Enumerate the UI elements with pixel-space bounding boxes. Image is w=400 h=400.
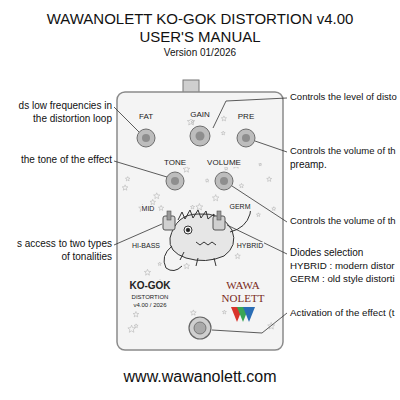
callout-text: Activation of the effect (t — [289, 307, 395, 318]
star-mark — [159, 205, 164, 210]
star-mark — [125, 177, 129, 181]
star-mark — [221, 131, 225, 135]
model-subtitle: DISTORTION — [131, 294, 170, 301]
switch-label: HYBRID — [236, 242, 264, 250]
callout-text: Controls the volume of th — [289, 216, 397, 227]
star-mark — [191, 310, 197, 315]
knob-label: GAIN — [189, 110, 211, 119]
star-texture — [122, 116, 276, 332]
star-mark — [150, 199, 156, 204]
callout-text: HYBRID : modern distor — [289, 260, 396, 271]
callout-text: Controls the level of disto — [289, 92, 398, 103]
knob-label: PRE — [237, 112, 255, 121]
pedal-enclosure — [117, 92, 283, 350]
callout-text: Controls the volume of th — [289, 146, 397, 157]
brand-name: WAWA — [225, 279, 260, 292]
star-mark — [259, 163, 262, 166]
footswitch — [189, 317, 211, 339]
star-mark — [222, 310, 226, 314]
callout-text: the distortion loop — [32, 113, 113, 125]
star-mark — [221, 116, 226, 121]
switch-label: GERM — [229, 203, 252, 211]
dragon-illustration — [164, 204, 251, 271]
model-name: KO-GOK — [128, 280, 171, 292]
callout-text: ds low frequencies in — [18, 100, 113, 112]
brand-logo — [231, 307, 255, 322]
star-mark — [154, 193, 160, 199]
callout-text: the tone of the effect — [20, 154, 113, 166]
brand-name: NOLETT — [221, 292, 266, 305]
star-mark — [239, 183, 244, 187]
star-mark — [256, 213, 260, 217]
star-mark — [184, 263, 190, 269]
leader-lines — [114, 98, 287, 333]
star-mark — [191, 205, 195, 209]
footswitch-cap — [194, 322, 206, 334]
subtitle: USER'S MANUAL — [138, 28, 261, 45]
star-mark — [212, 195, 219, 201]
star-mark — [205, 179, 209, 182]
knob-label: FAT — [138, 112, 154, 121]
star-mark — [267, 177, 272, 182]
version-note: Version 01/2026 — [163, 47, 237, 59]
callout-text: Diodes selection — [289, 247, 364, 259]
knob-label: VOLUME — [206, 158, 242, 167]
star-mark — [134, 324, 138, 328]
knob-caps — [142, 132, 250, 186]
knobs — [137, 126, 255, 190]
callout-text: of tonalities — [60, 251, 113, 263]
star-mark — [128, 325, 135, 332]
manual-title: WAWANOLETT KO-GOK DISTORTION v4.00 — [46, 10, 355, 27]
star-mark — [144, 269, 150, 275]
star-mark — [133, 312, 139, 317]
knob-label: TONE — [163, 158, 187, 167]
switch-label: HI-BASS — [131, 242, 161, 250]
star-mark — [122, 185, 128, 190]
callout-text: GERM : old style distorti — [289, 273, 396, 284]
star-mark — [196, 204, 203, 211]
star-mark — [235, 253, 240, 258]
dc-jack — [183, 80, 199, 93]
star-mark — [158, 262, 162, 265]
callout-text: preamp. — [289, 159, 328, 171]
toggle-switches — [163, 211, 225, 230]
callout-text: s access to two types — [16, 238, 113, 250]
website-caption: www.wawanolett.com — [123, 368, 278, 386]
star-mark — [272, 207, 276, 211]
model-version: v4.00 / 2026 — [132, 302, 167, 309]
switch-label: MID — [141, 205, 156, 213]
